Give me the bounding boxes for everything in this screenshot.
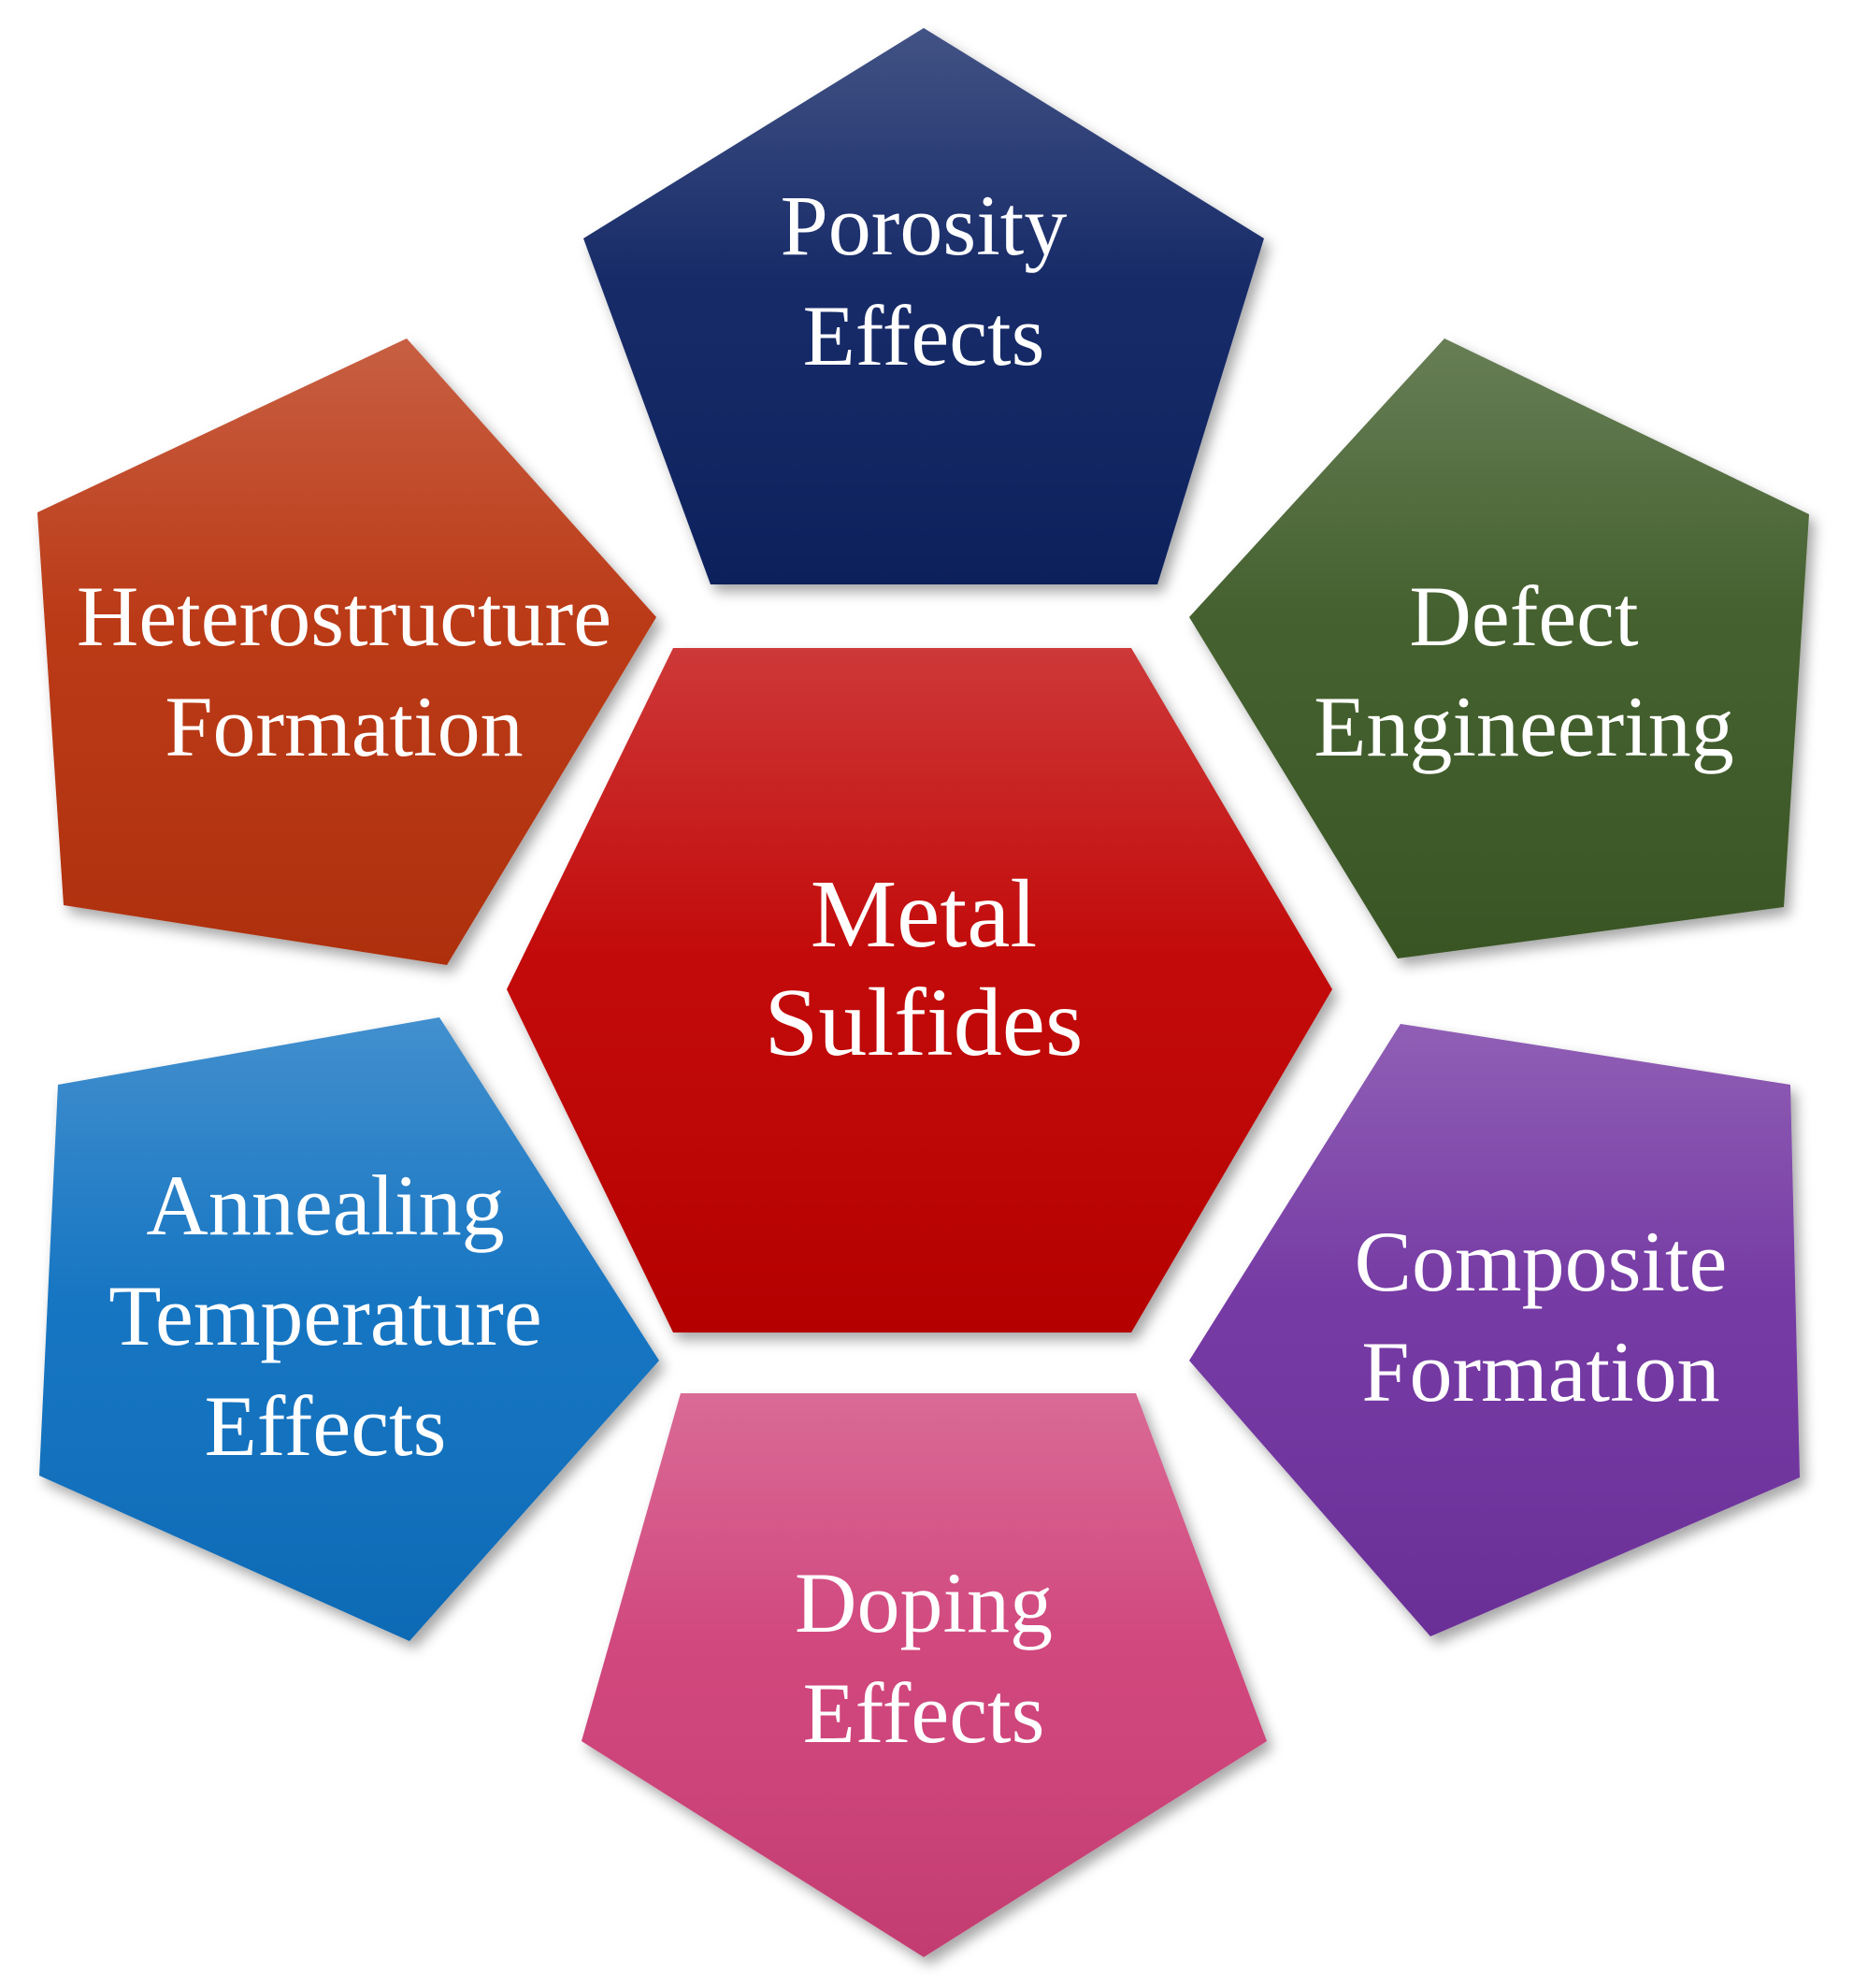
doping-effects-line-1: Doping: [795, 1555, 1053, 1650]
heterostructure-formation-line-1: Heterostructure: [77, 569, 611, 664]
center-hexagon-gloss: [507, 648, 1332, 1333]
heterostructure-formation-pentagon: Heterostructure Formation: [37, 339, 656, 965]
annealing-temperature-effects-line-2: Temperature: [108, 1268, 542, 1363]
heterostructure-formation-gloss: [37, 339, 656, 965]
composite-formation-gloss: [1189, 1024, 1800, 1636]
defect-engineering-line-1: Defect: [1409, 569, 1639, 664]
annealing-temperature-effects-pentagon: Annealing Temperature Effects: [39, 1017, 659, 1641]
porosity-effects-line-1: Porosity: [781, 178, 1068, 273]
annealing-temperature-effects-line-1: Annealing: [146, 1158, 504, 1253]
composite-formation-line-2: Formation: [1361, 1324, 1719, 1419]
composite-formation-line-1: Composite: [1355, 1214, 1728, 1309]
annealing-temperature-effects-line-3: Effects: [205, 1378, 447, 1474]
doping-effects-line-2: Effects: [803, 1665, 1045, 1761]
center-label-line-2: Sulfides: [765, 969, 1084, 1076]
composite-formation-pentagon: Composite Formation: [1189, 1024, 1800, 1636]
porosity-effects-line-2: Effects: [803, 288, 1045, 383]
center-hexagon: Metal Sulfides: [507, 648, 1332, 1333]
doping-effects-pentagon: Doping Effects: [582, 1393, 1267, 1957]
defect-engineering-line-2: Engineering: [1314, 679, 1734, 774]
doping-effects-gloss: [582, 1393, 1267, 1957]
porosity-effects-gloss: [583, 28, 1264, 584]
annealing-temperature-effects-gloss: [39, 1017, 659, 1641]
defect-engineering-pentagon: Defect Engineering: [1189, 339, 1809, 958]
defect-engineering-gloss: [1189, 339, 1809, 958]
center-label-line-1: Metal: [811, 860, 1038, 968]
heterostructure-formation-line-2: Formation: [165, 679, 523, 774]
porosity-effects-pentagon: Porosity Effects: [583, 28, 1264, 584]
